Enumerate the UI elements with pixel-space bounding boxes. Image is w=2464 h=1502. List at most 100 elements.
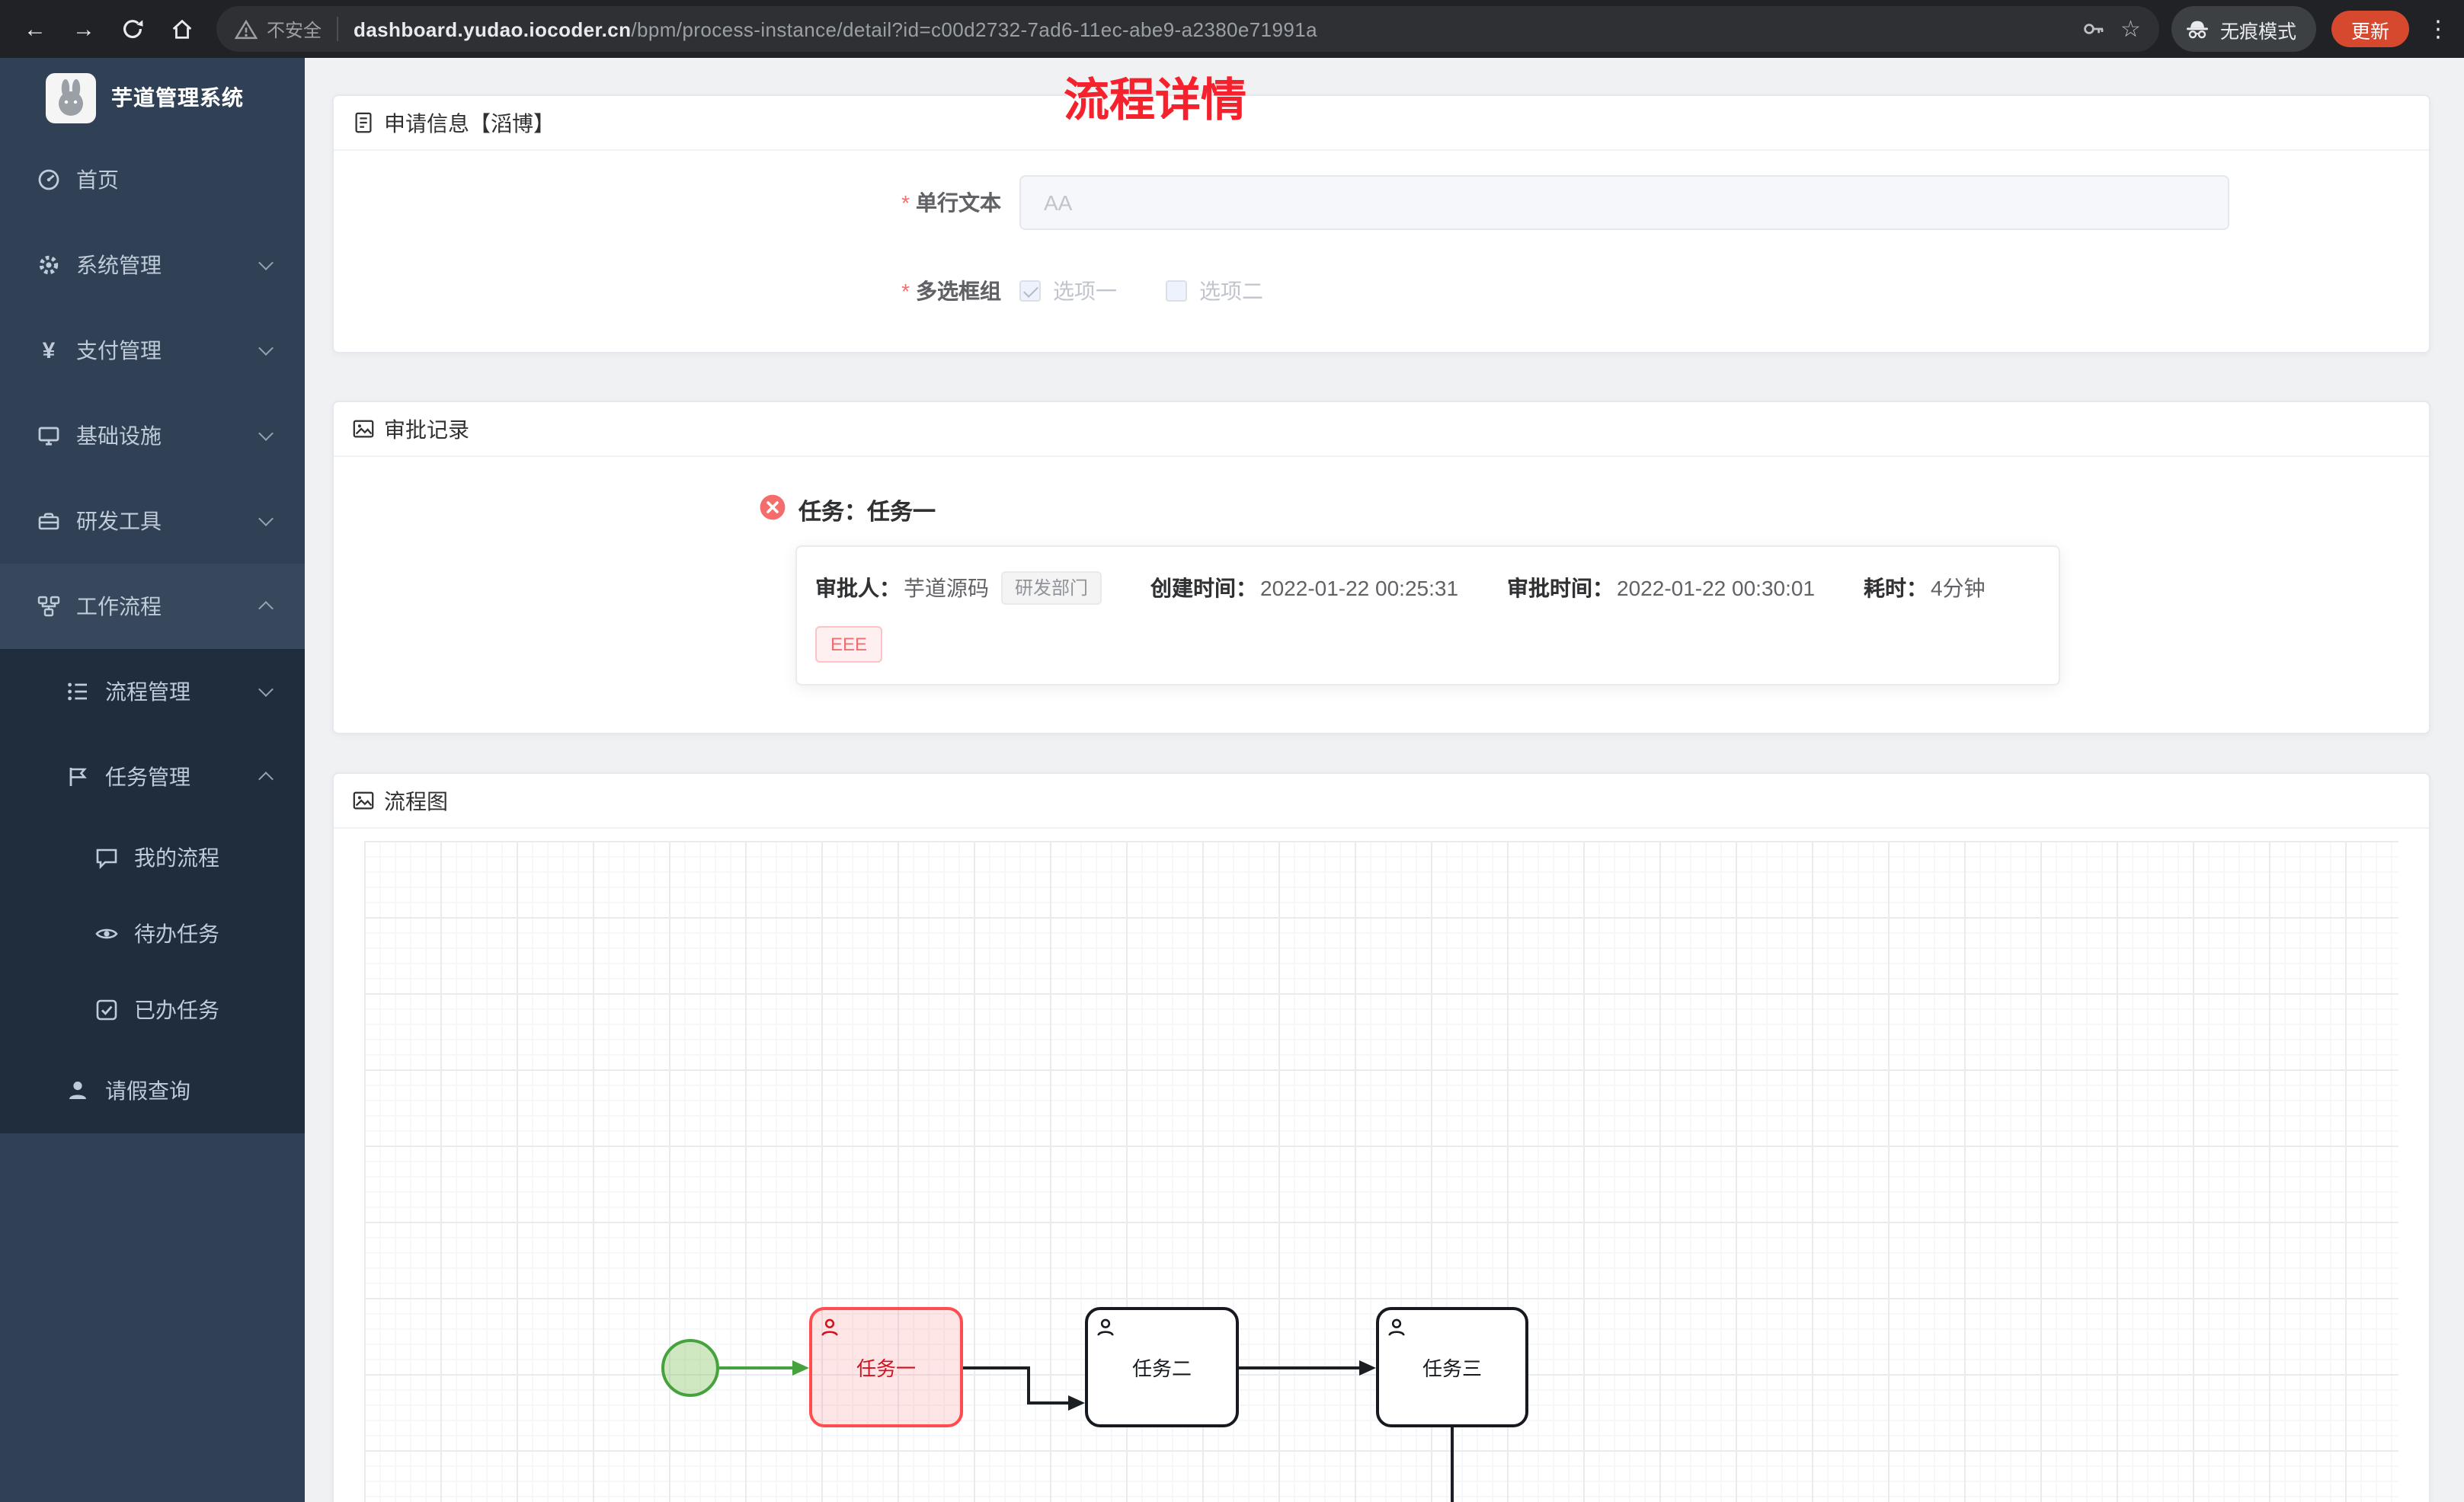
reload-icon <box>123 20 143 39</box>
toolbox-icon <box>37 509 61 533</box>
chrome-update-button[interactable]: 更新 <box>2331 11 2409 47</box>
checkbox-group: 选项一 选项二 <box>1019 276 1263 306</box>
app-title: 芋道管理系统 <box>111 85 244 110</box>
single-line-text-input[interactable]: AA <box>1019 175 2229 230</box>
input-value: AA <box>1044 190 1073 215</box>
yen-icon: ¥ <box>42 337 56 363</box>
document-icon <box>355 112 372 133</box>
approval-card-header: 审批记录 <box>334 402 2429 457</box>
workflow-icon <box>37 594 61 618</box>
sidebar-item-task-mgmt[interactable]: 任务管理 <box>0 734 305 820</box>
user-icon <box>66 1079 90 1103</box>
bookmark-star-icon[interactable]: ☆ <box>2120 16 2141 42</box>
password-key-icon[interactable] <box>2081 17 2105 41</box>
flow-diagram-card: 流程图 <box>332 772 2430 1502</box>
duration-value: 4分钟 <box>1931 576 1986 600</box>
sidebar-item-label: 基础设施 <box>76 423 162 448</box>
chevron-down-icon <box>258 340 274 356</box>
bpmn-canvas[interactable]: 任务一 任务二 任务三 <box>364 841 2398 1502</box>
task-label: 任务二 <box>1131 1357 1192 1380</box>
user-task-icon <box>821 1318 838 1336</box>
user-task-icon <box>1388 1318 1405 1336</box>
approver-item: 审批人： 芋道源码 研发部门 <box>815 571 1102 605</box>
sidebar: 芋道管理系统 首页 系统管理 ¥ <box>0 58 305 1502</box>
task-label: 任务三 <box>1422 1357 1482 1380</box>
chat-bubble-icon <box>94 845 119 870</box>
home-icon <box>171 18 191 38</box>
flag-icon <box>66 765 90 789</box>
reload-button[interactable] <box>110 6 155 52</box>
bpmn-task-1[interactable]: 任务一 <box>809 1307 963 1427</box>
bpmn-task-3[interactable]: 任务三 <box>1376 1307 1528 1427</box>
sidebar-item-label: 待办任务 <box>134 922 219 946</box>
dept-tag: 研发部门 <box>1001 571 1102 605</box>
text-field-label: *单行文本 <box>901 190 1001 215</box>
incognito-label: 无痕模式 <box>2219 21 2296 42</box>
sidebar-item-label: 系统管理 <box>76 253 162 277</box>
bpmn-connectors <box>661 1339 1454 1502</box>
bpmn-task-2[interactable]: 任务二 <box>1085 1307 1239 1427</box>
sidebar-item-system-mgmt[interactable]: 系统管理 <box>0 222 305 308</box>
browser-toolbar: ← → 不安全 dashboard.yudao.iocoder.cn/bpm/p… <box>0 0 2464 58</box>
approval-record-box: 审批人： 芋道源码 研发部门 创建时间： 2022-01-22 00:25:31… <box>795 545 2060 685</box>
sidebar-item-label: 我的流程 <box>134 845 219 870</box>
user-task-icon <box>1097 1318 1114 1336</box>
approval-meta-row: 审批人： 芋道源码 研发部门 创建时间： 2022-01-22 00:25:31… <box>815 571 2040 605</box>
sidebar-item-workflow[interactable]: 工作流程 <box>0 564 305 649</box>
sidebar-item-infrastructure[interactable]: 基础设施 <box>0 393 305 478</box>
apply-info-card: 申请信息【滔博】 *单行文本 AA *多选框组 选项一 <box>332 94 2430 353</box>
home-button[interactable] <box>158 6 204 52</box>
apply-card-header: 申请信息【滔博】 <box>334 96 2429 151</box>
start-event[interactable] <box>661 1339 719 1397</box>
approved-time: 2022-01-22 00:30:01 <box>1617 576 1816 600</box>
main-content: 流程详情 申请信息【滔博】 *单行文本 AA *多选框组 <box>305 58 2464 1502</box>
form-row-text: *单行文本 AA <box>334 175 2429 230</box>
browser-menu-icon[interactable]: ⋮ <box>2427 17 2450 43</box>
sidebar-item-payment-mgmt[interactable]: ¥ 支付管理 <box>0 308 305 393</box>
reason-tag: EEE <box>815 626 883 663</box>
check-square-icon <box>94 998 119 1022</box>
sidebar-item-dev-tools[interactable]: 研发工具 <box>0 478 305 564</box>
timeline-task-title: 任务：任务一 <box>798 500 936 526</box>
sidebar-item-label: 任务管理 <box>105 765 190 789</box>
sidebar-item-label: 工作流程 <box>76 594 162 618</box>
approval-record-card: 审批记录 任务：任务一 审批人： 芋道源码 研发部门 创建时间： <box>332 401 2430 734</box>
page-title: 流程详情 <box>1064 76 1246 126</box>
duration-item: 耗时： 4分钟 <box>1864 573 1986 603</box>
url-text[interactable]: dashboard.yudao.iocoder.cn/bpm/process-i… <box>354 18 2081 40</box>
sidebar-item-todo-tasks[interactable]: 待办任务 <box>0 896 305 972</box>
gear-icon <box>37 253 61 277</box>
sidebar-item-done-tasks[interactable]: 已办任务 <box>0 972 305 1048</box>
back-button[interactable]: ← <box>24 16 46 42</box>
sidebar-item-label: 请假查询 <box>105 1079 190 1103</box>
sidebar-item-home[interactable]: 首页 <box>0 137 305 222</box>
checkbox-field-label: *多选框组 <box>901 279 1001 303</box>
workflow-submenu: 流程管理 任务管理 我的流程 <box>0 649 305 1133</box>
eye-icon <box>94 922 119 946</box>
sidebar-item-label: 流程管理 <box>105 679 190 704</box>
apply-card-title: 申请信息【滔博】 <box>384 110 555 135</box>
sidebar-item-leave-query[interactable]: 请假查询 <box>0 1048 305 1133</box>
security-warning-icon <box>235 18 258 39</box>
sidebar-item-process-mgmt[interactable]: 流程管理 <box>0 649 305 734</box>
chevron-down-icon <box>258 255 274 270</box>
chevron-up-icon <box>258 772 274 787</box>
checkbox-option-1[interactable]: 选项一 <box>1019 276 1117 306</box>
diagram-card-header: 流程图 <box>334 774 2429 829</box>
incognito-badge[interactable]: 无痕模式 <box>2171 6 2316 52</box>
checkbox-option-2[interactable]: 选项二 <box>1166 276 1263 306</box>
security-label[interactable]: 不安全 <box>267 19 322 40</box>
required-asterisk: * <box>901 190 910 215</box>
required-asterisk: * <box>901 279 910 303</box>
task-label: 任务一 <box>856 1357 916 1380</box>
app-logo[interactable]: 芋道管理系统 <box>0 58 305 137</box>
forward-button[interactable]: → <box>72 16 95 42</box>
diagram-icon <box>353 791 374 810</box>
address-bar[interactable]: 不安全 dashboard.yudao.iocoder.cn/bpm/proce… <box>216 6 2159 52</box>
dashboard-icon <box>37 168 61 192</box>
tree-list-icon <box>66 679 90 704</box>
incognito-icon <box>2186 21 2208 39</box>
sidebar-item-my-process[interactable]: 我的流程 <box>0 820 305 896</box>
task-rejected-icon <box>759 494 786 521</box>
approver-name: 芋道源码 <box>904 576 989 600</box>
